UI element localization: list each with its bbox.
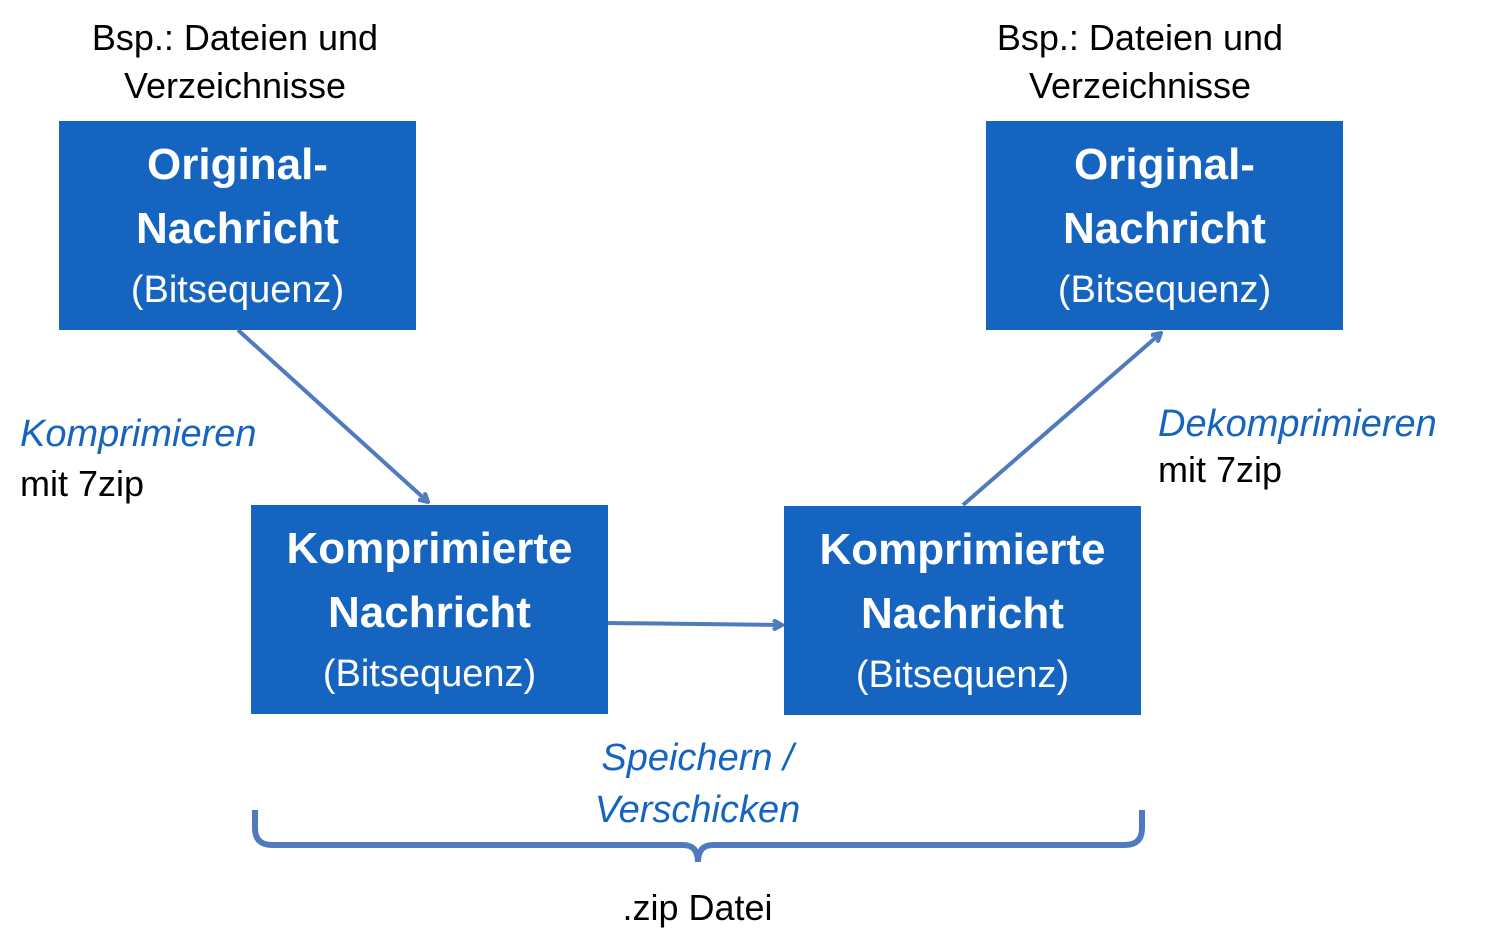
example-label-left: Bsp.: Dateien und Verzeichnisse — [70, 14, 400, 110]
decompress-arrow — [961, 333, 1161, 507]
box-title-line2: Nachricht — [136, 203, 339, 253]
compress-arrow — [236, 328, 428, 502]
original-message-box-right: Original- Nachricht (Bitsequenz) — [986, 121, 1343, 330]
box-title-line1: Komprimierte — [286, 523, 573, 573]
decompress-action-label: Dekomprimieren — [1158, 403, 1437, 445]
example-label-left-line2: Verzeichnisse — [123, 65, 347, 106]
example-label-right-line2: Verzeichnisse — [1028, 65, 1252, 106]
transfer-arrow — [607, 623, 782, 625]
box-subtitle: (Bitsequenz) — [130, 268, 345, 311]
transfer-label: Speichern / Verschicken — [560, 732, 835, 836]
transfer-label-line1: Speichern / — [601, 737, 794, 779]
compressed-message-box-left: Komprimierte Nachricht (Bitsequenz) — [251, 505, 608, 714]
box-title-line1: Original- — [147, 139, 328, 189]
box-title-line1: Original- — [1074, 139, 1255, 189]
example-label-right: Bsp.: Dateien und Verzeichnisse — [975, 14, 1305, 110]
zip-file-brace — [252, 810, 1145, 863]
box-title-line2: Nachricht — [861, 588, 1064, 638]
box-title-line1: Komprimierte — [819, 524, 1106, 574]
compress-action-label: Komprimieren — [20, 413, 257, 455]
original-message-box-left: Original- Nachricht (Bitsequenz) — [59, 121, 416, 330]
decompress-tool-label: mit 7zip — [1158, 449, 1283, 490]
box-subtitle: (Bitsequenz) — [1057, 268, 1272, 311]
compressed-message-box-right: Komprimierte Nachricht (Bitsequenz) — [784, 506, 1141, 715]
compress-tool-label: mit 7zip — [20, 463, 145, 504]
example-label-left-line1: Bsp.: Dateien und — [91, 17, 379, 58]
example-label-right-line1: Bsp.: Dateien und — [996, 17, 1284, 58]
zip-file-label: .zip Datei — [622, 887, 773, 928]
box-subtitle: (Bitsequenz) — [855, 653, 1070, 696]
transfer-label-line2: Verschicken — [594, 789, 801, 831]
box-subtitle: (Bitsequenz) — [322, 652, 537, 695]
box-title-line2: Nachricht — [1063, 203, 1266, 253]
box-title-line2: Nachricht — [328, 587, 531, 637]
